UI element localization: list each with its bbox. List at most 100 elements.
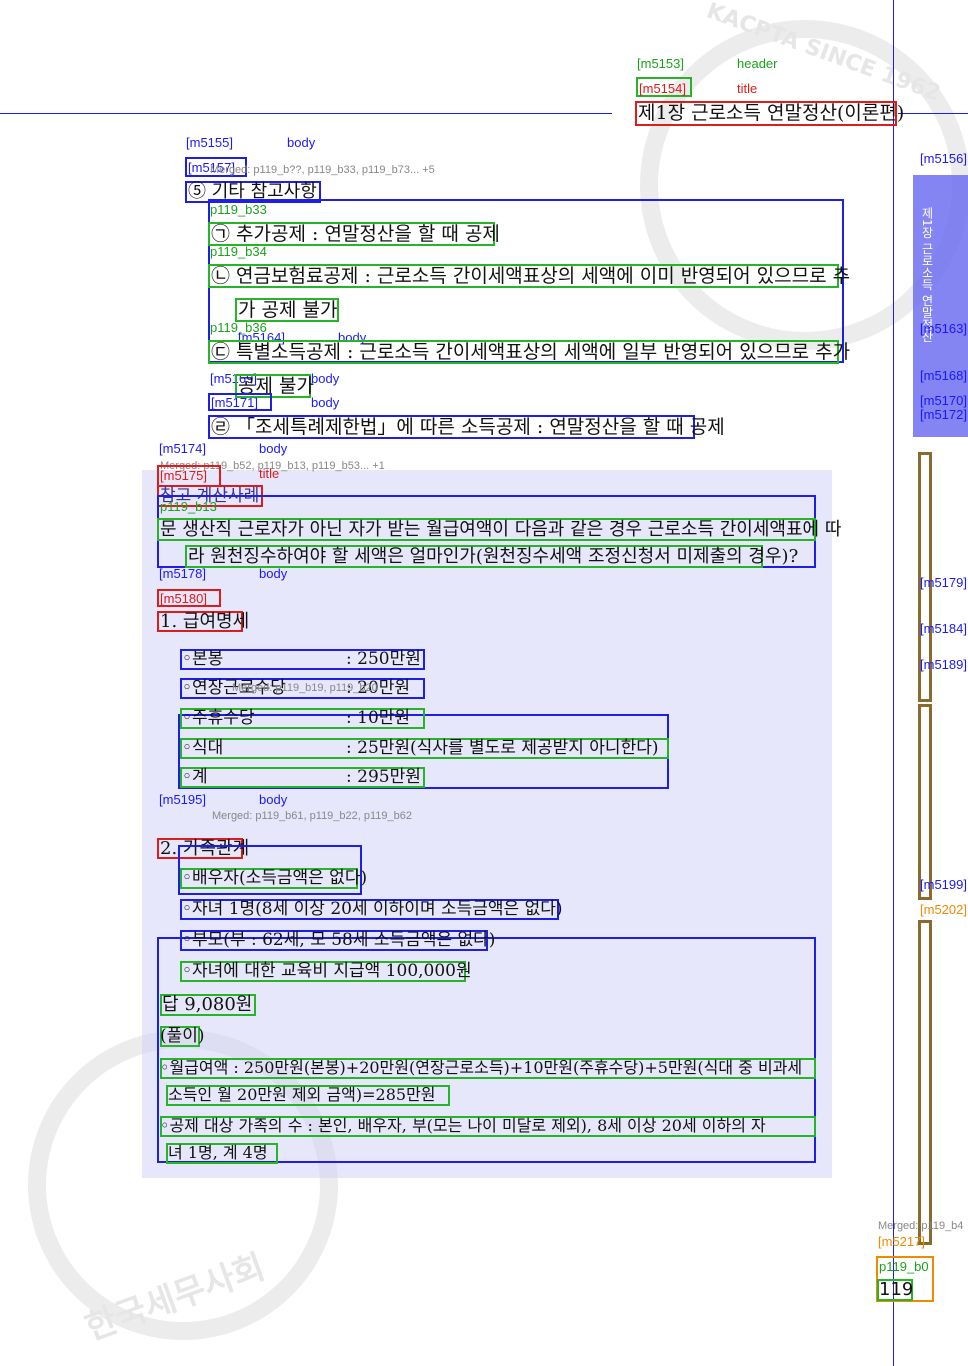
side-tab-3 [918, 704, 932, 900]
header-kind: header [737, 56, 778, 71]
example-block-id: [m5174] [159, 441, 206, 456]
side-tab-4 [918, 920, 932, 1245]
ref-item-4: ㉢ 특별소득공제 : 근로소득 간이세액표상의 세액에 일부 반영되어 있으므로… [211, 341, 851, 363]
family-parents-box [180, 930, 488, 951]
section1-title-id-box [157, 589, 221, 607]
family-parents: ◦부모(부 : 62세, 모 58세 소득금액은 없다) [182, 930, 496, 950]
ref-body-5171: body [311, 395, 340, 410]
solution-line-3-box [160, 1116, 816, 1137]
section1-title: 1. 급여명세 [160, 611, 250, 632]
ref-item-1-box [208, 222, 495, 246]
row-weekly-key: ◦주휴수당 [182, 708, 255, 728]
side-tab-1 [913, 175, 968, 437]
ref-item-4-box [208, 340, 839, 364]
section2-title-box [157, 838, 243, 859]
question-line-1: 문 생산직 근로자가 아닌 자가 받는 월급여액이 다음과 같은 경우 근로소득… [160, 519, 842, 540]
row-total-key: ◦계 [182, 767, 208, 787]
side-tab-1-label: 제1장 근로소득 연말정산 [920, 207, 934, 343]
footer-merged-note: Merged: p119_b4 [878, 1220, 964, 1232]
page-number: 119 [879, 1279, 914, 1300]
family-edu-box [180, 961, 466, 982]
side-id-5163: [m5163] [920, 321, 967, 336]
solution-line-1-box [160, 1058, 816, 1079]
example-title-kind: title [259, 466, 280, 481]
section1-kind: body [259, 566, 288, 581]
ref-sub-id-box [185, 157, 247, 177]
ref-heading: ⑤ 기타 참고사항 [188, 181, 317, 202]
ref-item-1: ㉠ 추가공제 : 연말정산을 할 때 공제 [211, 223, 500, 245]
right-margin-rule [893, 0, 894, 1366]
section2-merged-note: Merged: p119_b61, p119_b22, p119_b62 [212, 810, 413, 822]
row-overtime-box [180, 678, 425, 699]
example-title-id: [m5175] [160, 468, 207, 483]
side-id-5156: [m5156] [920, 151, 967, 166]
side-id-5202: [m5202] [920, 902, 967, 917]
header-title-id: [m5154] [639, 81, 686, 96]
side-id-5168: [m5168] [920, 368, 967, 383]
family-spouse-box [180, 868, 358, 889]
solution-line-4-box [166, 1143, 278, 1164]
ref-item-5-box [235, 374, 311, 398]
side-id-5184: [m5184] [920, 621, 967, 636]
answer: 답 9,080원 [162, 994, 253, 1015]
family-spouse: ◦배우자(소득금액은 없다) [182, 868, 368, 888]
ref-sub-id: [m5157] [188, 160, 235, 175]
side-tab-2 [918, 452, 932, 702]
section1-title-box [157, 611, 243, 632]
ref-id-5171: [m5171] [211, 395, 258, 410]
rows-merged-note: Merged: p119_b19, p119_b20 [232, 682, 378, 694]
header-rule-left [0, 113, 612, 114]
row-meal-box [180, 738, 669, 759]
row-meal-key: ◦식대 [182, 738, 224, 758]
section2-id: [m5195] [159, 792, 206, 807]
header-title-id-box [636, 77, 692, 97]
ref-tag-1: p119_b33 [210, 202, 267, 217]
solution-line-2: 소득인 월 20만원 제외 금액)=285만원 [168, 1085, 436, 1104]
section2-kind: body [259, 792, 288, 807]
ref-item-3: 가 공제 불가 [238, 299, 338, 321]
row-overtime-key: ◦연장근로수당 [182, 678, 286, 698]
row-total-box [180, 767, 425, 788]
answer-box [160, 994, 256, 1016]
page-number-box [877, 1279, 913, 1301]
side-id-5199: [m5199] [920, 877, 967, 892]
example-region [142, 470, 832, 1178]
ref-item-5: 공제 불가 [238, 375, 314, 397]
ref-item-2-box [208, 264, 839, 288]
row-overtime-value: : 20만원 [346, 678, 411, 698]
solution-head: (풀이) [160, 1026, 205, 1046]
ref-item-6-box [208, 415, 695, 439]
ref-item-6: ㉣ 「조세특례제한법」에 따른 소득공제 : 연말정산을 할 때 공제 [211, 416, 725, 438]
row-weekly-box [180, 708, 425, 729]
solution-line-4: 녀 1명, 계 4명 [168, 1143, 268, 1162]
question-line-2-box [185, 545, 763, 568]
ref-tag-4: p119_b36 [210, 320, 267, 335]
question-line-2: 라 원천징수하여야 할 세액은 얼마인가(원천징수세액 조정신청서 미제출의 경… [188, 546, 799, 567]
ref-block-id: [m5155] [186, 135, 233, 150]
example-merged-note: Merged: p119_b52, p119_b13, p119_b53... … [160, 460, 385, 472]
row-benbong-key: ◦본봉 [182, 649, 224, 669]
side-id-5170: [m5170] [920, 393, 967, 408]
row-total-value: : 295만원 [346, 767, 421, 787]
section1-title-id: [m5180] [160, 591, 207, 606]
section2-title: 2. 가족관계 [160, 838, 250, 859]
family-group-box [178, 845, 362, 895]
header-id: [m5153] [637, 56, 684, 71]
row-meal-value: : 25만원(식사를 별도로 제공받지 아니한다) [346, 738, 659, 758]
ref-tag-2: p119_b34 [210, 244, 267, 259]
ref-body-5169: body [311, 371, 340, 386]
row-benbong-value: : 250만원 [346, 649, 421, 669]
ref-merged-note: Merged: p119_b??, p119_b33, p119_b73... … [210, 164, 435, 176]
footer-id: [m5217] [878, 1234, 925, 1249]
row-weekly-value: : 10만원 [346, 708, 411, 728]
footer-tag: p119_b0 [879, 1259, 929, 1274]
solution-head-box [160, 1026, 200, 1047]
ref-block-kind: body [287, 135, 316, 150]
ref-item-3-box [235, 298, 339, 322]
solution-line-3: ◦공제 대상 가족의 수 : 본인, 배우자, 부(모는 나이 미달로 제외),… [160, 1116, 766, 1135]
ref-item-2: ㉡ 연금보험료공제 : 근로소득 간이세액표상의 세액에 이미 반영되어 있으므… [211, 265, 851, 287]
ref-heading-box [185, 181, 321, 203]
family-edu: ◦자녀에 대한 교육비 지급액 100,000원 [182, 961, 472, 981]
solution-line-1: ◦월급여액 : 250만원(본봉)+20만원(연장근로소득)+10만원(주휴수당… [160, 1058, 803, 1077]
header-rule-right [898, 113, 968, 114]
